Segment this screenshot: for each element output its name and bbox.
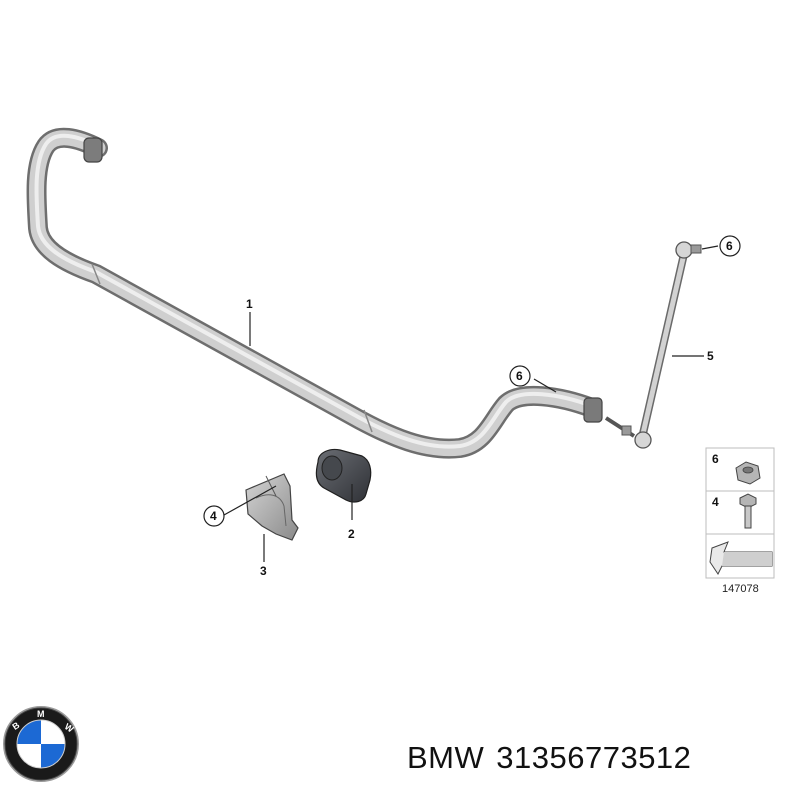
diagram-reference-number: 147078	[722, 583, 759, 595]
stabilizer-bar	[26, 127, 603, 459]
callout-6-top: 6	[726, 239, 733, 253]
callout-4: 4	[210, 509, 217, 523]
callout-6-mid-circle	[509, 365, 531, 387]
legend-item-bolt-number: 4	[712, 495, 719, 509]
callout-6-top-circle	[719, 235, 741, 257]
legend-item-nut-number: 6	[712, 452, 719, 466]
rubber-mounting	[315, 448, 372, 503]
svg-text:B: B	[10, 720, 21, 732]
leader-lines	[223, 245, 719, 562]
direction-arrow-icon	[709, 541, 773, 575]
bracket	[245, 473, 299, 541]
callout-1: 1	[246, 297, 253, 311]
hardware-legend: 6 4 147078	[705, 447, 775, 595]
bmw-logo: B M W	[3, 706, 79, 782]
brand-name: BMW	[407, 740, 485, 775]
callout-4-circle	[203, 505, 225, 527]
hex-bolt-icon	[739, 493, 757, 529]
callout-3: 3	[260, 564, 267, 578]
callouts: 1 2 3 5 4 6 6	[203, 235, 741, 578]
stabilizer-link	[604, 241, 702, 449]
svg-text:M: M	[37, 709, 45, 719]
callout-6-mid: 6	[516, 369, 523, 383]
part-caption: BMW 31356773512	[407, 740, 691, 776]
callout-2: 2	[348, 527, 355, 541]
part-number: 31356773512	[496, 740, 692, 775]
callout-5: 5	[707, 349, 714, 363]
hex-nut-icon	[735, 461, 761, 485]
